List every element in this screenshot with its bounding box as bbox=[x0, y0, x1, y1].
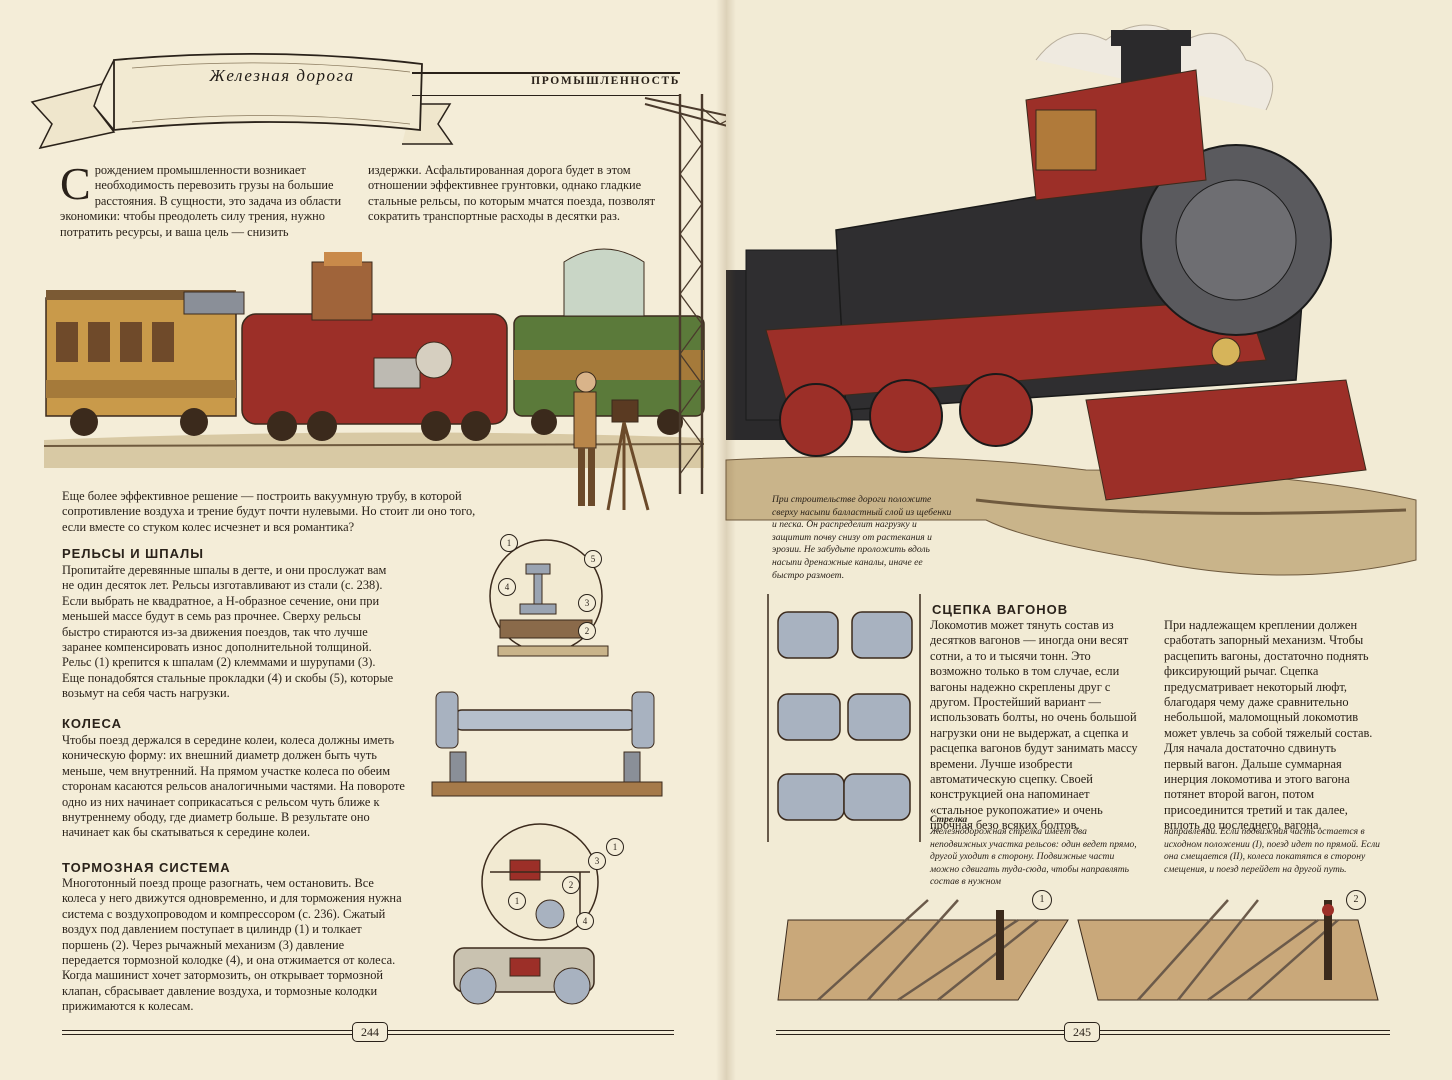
drop-cap: С bbox=[60, 158, 91, 209]
ballast-caption: При строительстве дороги положите сверху… bbox=[772, 494, 952, 581]
train-cars-illustration bbox=[43, 248, 705, 468]
header-rule bbox=[412, 72, 680, 74]
right-page: При строительстве дороги положите сверху… bbox=[725, 0, 1452, 1080]
rail-marker-5: 5 bbox=[584, 550, 602, 568]
switch-caption-title: Стрелка bbox=[930, 814, 968, 825]
coupling-illustration bbox=[767, 594, 921, 842]
brake-marker-4: 4 bbox=[576, 912, 594, 930]
rails-text: Пропитайте деревянные шпалы в дегте, и о… bbox=[62, 563, 394, 701]
wheelset-diagram bbox=[431, 691, 663, 797]
wheels-text: Чтобы поезд держался в середине колеи, к… bbox=[62, 733, 405, 840]
page-number-right: 245 bbox=[1064, 1022, 1100, 1042]
photographer-illustration bbox=[573, 371, 650, 511]
switch-marker-1: 1 bbox=[1032, 890, 1052, 910]
rails-heading: РЕЛЬСЫ И ШПАЛЫ bbox=[62, 546, 204, 561]
rail-marker-1: 1 bbox=[500, 534, 518, 552]
brakes-heading: ТОРМОЗНАЯ СИСТЕМА bbox=[62, 860, 231, 875]
rail-marker-4: 4 bbox=[498, 578, 516, 596]
brake-system-diagram bbox=[453, 823, 599, 1005]
vacuum-paragraph: Еще более эффективное решение — построит… bbox=[62, 489, 476, 534]
brake-marker-1: 1 bbox=[508, 892, 526, 910]
brake-marker-2: 2 bbox=[562, 876, 580, 894]
switch-marker-2: 2 bbox=[1346, 890, 1366, 910]
coupling-text-col2: При надлежащем креплении должен сработат… bbox=[1164, 618, 1373, 833]
intro-col2: издержки. Асфальтированная дорога будет … bbox=[368, 163, 656, 224]
coupling-text-col1: Локомотив может тянуть состав из десятко… bbox=[930, 618, 1138, 833]
locomotive-illustration bbox=[725, 24, 1417, 576]
page-number-left: 244 bbox=[352, 1022, 388, 1042]
rail-fastening-diagram bbox=[489, 539, 609, 657]
brakes-text: Многотонный поезд проще разогнать, чем о… bbox=[62, 876, 402, 1014]
brake-marker-3: 3 bbox=[588, 852, 606, 870]
switch-caption-col2: направлении. Если подвижная часть остает… bbox=[1164, 826, 1380, 875]
section-label: ПРОМЫШЛЕННОСТЬ bbox=[531, 75, 680, 87]
header-rule-lower bbox=[412, 95, 680, 96]
title-ribbon bbox=[30, 52, 454, 150]
book-gutter bbox=[716, 0, 736, 1080]
intro-col1-text: рождением промышленности возникает необх… bbox=[60, 163, 342, 239]
page-title: Железная дорога bbox=[209, 66, 355, 85]
brake-marker-1-top: 1 bbox=[606, 838, 624, 856]
rail-marker-3: 3 bbox=[578, 594, 596, 612]
switch-caption-col1: Железнодорожная стрелка имеет два неподв… bbox=[930, 826, 1137, 888]
coupling-heading: СЦЕПКА ВАГОНОВ bbox=[932, 602, 1069, 617]
rail-marker-2: 2 bbox=[578, 622, 596, 640]
switch-illustration bbox=[777, 899, 1379, 1002]
wheels-heading: КОЛЕСА bbox=[62, 716, 122, 731]
